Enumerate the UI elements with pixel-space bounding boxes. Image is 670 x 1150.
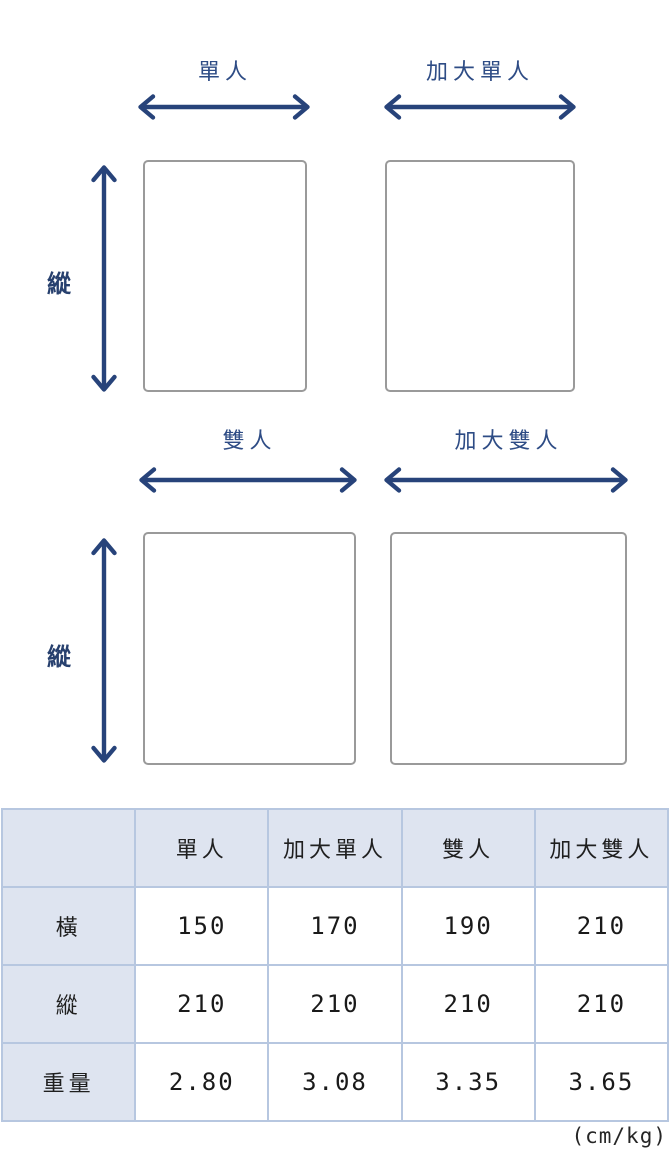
- diagram-row-doubles: 雙人 加大雙人 縱: [0, 400, 670, 800]
- height-arrow-icon: [90, 535, 118, 766]
- column-header-single: 單人: [134, 808, 270, 888]
- row-label: 縱: [0, 964, 137, 1044]
- table-cell: 210: [400, 964, 536, 1044]
- bed-label-double: 雙人: [222, 428, 277, 453]
- column-header-xl-single: 加大單人: [267, 808, 403, 888]
- table-row-length: 縱 210 210 210 210: [0, 964, 670, 1044]
- width-arrow-icon: [381, 466, 631, 494]
- height-arrow-icon: [90, 162, 118, 395]
- table-cell: 2.80: [134, 1042, 270, 1122]
- width-arrow-icon: [381, 93, 579, 121]
- column-header-xl-double: 加大雙人: [533, 808, 670, 888]
- table-row-width: 橫 150 170 190 210: [0, 886, 670, 966]
- table-corner-cell: [0, 808, 137, 888]
- table-cell: 190: [400, 886, 536, 966]
- table-cell: 3.35: [400, 1042, 536, 1122]
- vertical-axis-label: 縱: [47, 271, 71, 298]
- column-header-double: 雙人: [400, 808, 536, 888]
- table-cell: 170: [267, 886, 403, 966]
- table-cell: 3.08: [267, 1042, 403, 1122]
- table-cell: 150: [134, 886, 270, 966]
- table-cell: 3.65: [533, 1042, 670, 1122]
- bed-label-xl-double: 加大雙人: [454, 428, 563, 453]
- size-table: 單人 加大單人 雙人 加大雙人 橫 150 170 190 210 縱 210 …: [0, 808, 670, 1122]
- vertical-axis-label: 縱: [47, 644, 71, 671]
- bed-rect-xl-single: [385, 160, 575, 392]
- table-header-row: 單人 加大單人 雙人 加大雙人: [0, 808, 670, 888]
- bed-rect-single: [143, 160, 307, 392]
- width-arrow-icon: [136, 466, 360, 494]
- table-cell: 210: [533, 964, 670, 1044]
- table-row-weight: 重量 2.80 3.08 3.35 3.65: [0, 1042, 670, 1122]
- bed-rect-double: [143, 532, 356, 765]
- bed-label-single: 單人: [197, 59, 252, 84]
- diagram-row-singles: 單人 加大單人 縱: [0, 0, 670, 400]
- table-cell: 210: [267, 964, 403, 1044]
- table-cell: 210: [134, 964, 270, 1044]
- unit-note: (cm/kg): [571, 1124, 667, 1148]
- row-label: 橫: [0, 886, 137, 966]
- table-cell: 210: [533, 886, 670, 966]
- bed-rect-xl-double: [390, 532, 627, 765]
- bed-label-xl-single: 加大單人: [425, 59, 534, 84]
- row-label: 重量: [0, 1042, 137, 1122]
- width-arrow-icon: [135, 93, 313, 121]
